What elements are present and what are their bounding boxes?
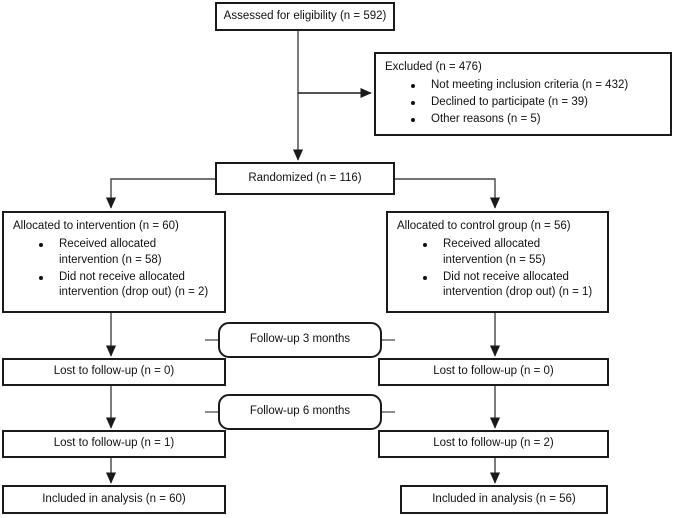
box-lost-followup-3mo-left: Lost to follow-up (n = 0)	[2, 358, 226, 386]
label-followup-3-months: Follow-up 3 months	[218, 322, 382, 358]
excluded-title: Excluded (n = 476)	[385, 61, 482, 73]
box-lost-followup-3mo-right: Lost to follow-up (n = 0)	[378, 358, 609, 386]
box-excluded: Excluded (n = 476) Not meeting inclusion…	[374, 52, 672, 136]
followup-6-months-label: Follow-up 6 months	[249, 405, 351, 418]
box-assessed-for-eligibility: Assessed for eligibility (n = 592)	[215, 2, 395, 31]
label-followup-6-months: Follow-up 6 months	[218, 394, 382, 430]
assessed-label: Assessed for eligibility (n = 592)	[223, 9, 387, 22]
list-item: Did not receive allocated intervention (…	[39, 270, 216, 302]
box-allocated-control: Allocated to control group (n = 56) Rece…	[386, 211, 609, 313]
lost-followup-6mo-left-label: Lost to follow-up (n = 1)	[53, 437, 175, 450]
randomized-label: Randomized (n = 116)	[248, 171, 362, 184]
list-item: Did not receive allocated intervention (…	[423, 270, 599, 302]
list-item: Declined to participate (n = 39)	[411, 95, 662, 111]
box-included-analysis-left: Included in analysis (n = 60)	[2, 485, 226, 514]
allocation-right-title: Allocated to control group (n = 56)	[397, 220, 571, 232]
lost-followup-6mo-right-label: Lost to follow-up (n = 2)	[433, 437, 554, 450]
box-randomized: Randomized (n = 116)	[215, 162, 395, 195]
box-lost-followup-6mo-left: Lost to follow-up (n = 1)	[2, 430, 226, 458]
included-analysis-left-label: Included in analysis (n = 60)	[42, 492, 186, 505]
list-item: Received allocated intervention (n = 55)	[423, 237, 599, 269]
list-item: Not meeting inclusion criteria (n = 432)	[411, 78, 662, 94]
included-analysis-right-label: Included in analysis (n = 56)	[432, 492, 576, 505]
allocation-left-title: Allocated to intervention (n = 60)	[13, 220, 179, 232]
box-allocated-intervention: Allocated to intervention (n = 60) Recei…	[2, 211, 226, 313]
lost-followup-3mo-left-label: Lost to follow-up (n = 0)	[53, 365, 175, 378]
allocation-left-list: Received allocated intervention (n = 58)…	[13, 237, 216, 301]
followup-3-months-label: Follow-up 3 months	[249, 333, 351, 346]
list-item: Received allocated intervention (n = 58)	[39, 237, 216, 269]
lost-followup-3mo-right-label: Lost to follow-up (n = 0)	[433, 365, 554, 378]
list-item: Other reasons (n = 5)	[411, 112, 662, 128]
excluded-reasons-list: Not meeting inclusion criteria (n = 432)…	[385, 78, 662, 128]
box-lost-followup-6mo-right: Lost to follow-up (n = 2)	[378, 430, 609, 458]
allocation-right-list: Received allocated intervention (n = 55)…	[397, 237, 599, 301]
box-included-analysis-right: Included in analysis (n = 56)	[400, 485, 608, 514]
